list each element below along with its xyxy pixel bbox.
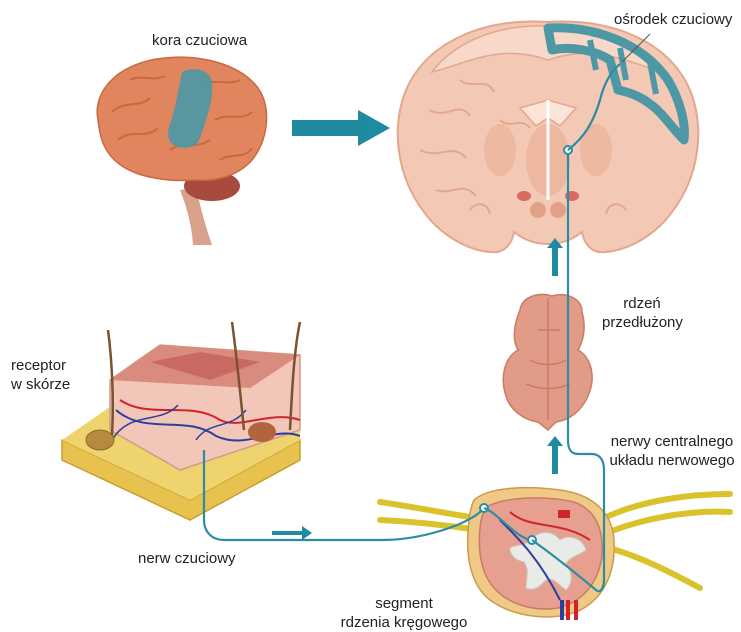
label-receptor-line2: w skórze [11, 375, 70, 394]
label-receptor: receptor w skórze [11, 356, 70, 394]
label-medulla-line2: przedłużony [602, 313, 682, 332]
label-sensory-nerve: nerw czuciowy [138, 549, 236, 568]
label-segment-line1: segment [332, 594, 476, 613]
label-cns-nerves-line2: układu nerwowego [604, 451, 740, 470]
label-sensory-cortex: kora czuciowa [152, 31, 247, 50]
label-receptor-line1: receptor [11, 356, 70, 375]
arrow-right-icon [292, 110, 390, 146]
label-cns-nerves: nerwy centralnego układu nerwowego [604, 432, 740, 470]
brain-coronal-section [398, 22, 698, 253]
brain-lateral [97, 57, 266, 245]
label-sensory-center: ośrodek czuciowy [614, 10, 732, 29]
arrow-right-small-icon [272, 526, 312, 540]
label-spinal-segment: segment rdzenia kręgowego [332, 594, 476, 632]
medulla-oblongata [503, 295, 592, 430]
label-medulla: rdzeń przedłużony [602, 294, 682, 332]
label-segment-line2: rdzenia kręgowego [332, 613, 476, 632]
label-medulla-line1: rdzeń [602, 294, 682, 313]
skin-block [62, 322, 300, 520]
label-cns-nerves-line1: nerwy centralnego [604, 432, 740, 451]
